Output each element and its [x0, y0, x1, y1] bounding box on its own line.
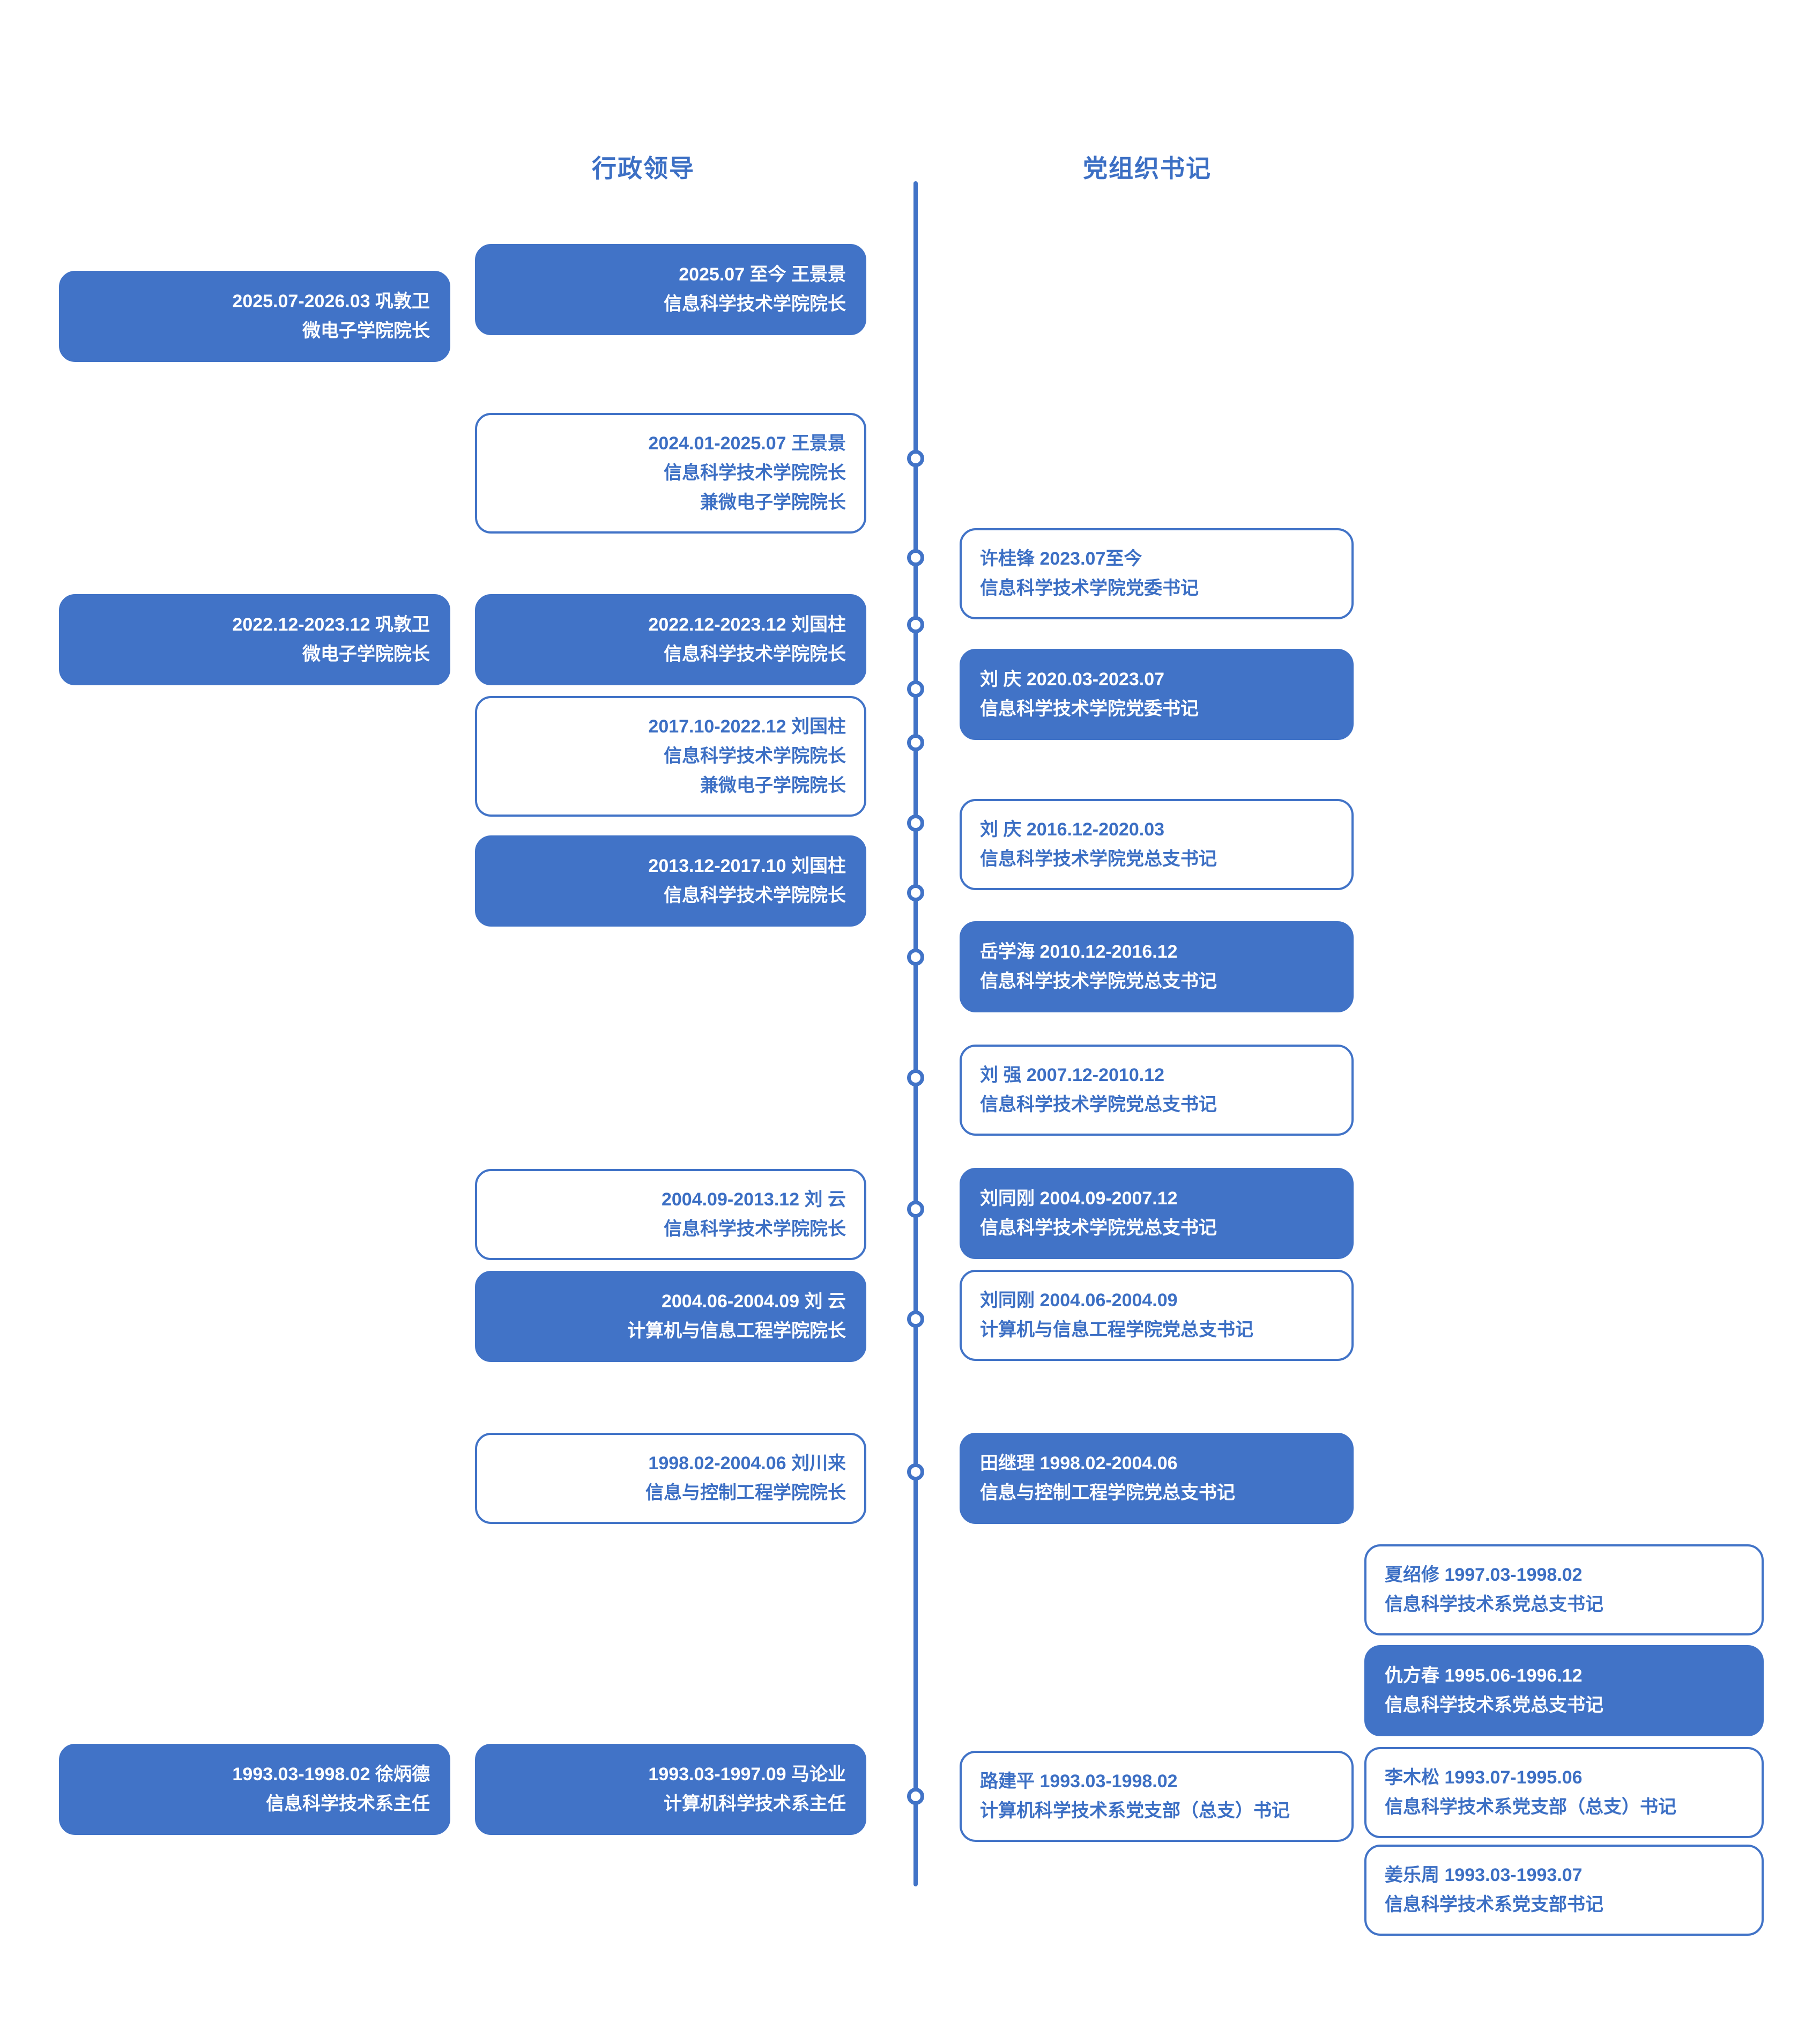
- appointment-person-period: 2004.09-2013.12 刘 云: [661, 1189, 846, 1210]
- appointment-title: 信息科学技术学院党总支书记: [980, 1094, 1217, 1115]
- timeline-dot-8: [907, 949, 924, 966]
- appointment-person-period: 2025.07 至今 王景景: [679, 264, 846, 285]
- appointment-title: 信息科学技术学院党总支书记: [980, 1218, 1217, 1239]
- appointment-title: 信息与控制工程学院院长: [645, 1483, 846, 1504]
- appointment-title: 信息科学技术系党支部书记: [1385, 1894, 1603, 1915]
- appointment-person-period: 2025.07-2026.03 巩敦卫: [232, 291, 430, 312]
- appointment-title: 信息科学技术学院院长: [664, 644, 846, 665]
- appointment-title: 兼微电子学院院长: [700, 775, 846, 796]
- appointment-title: 微电子学院院长: [302, 321, 430, 342]
- appointment-title: 兼微电子学院院长: [700, 492, 846, 513]
- appointment-title: 信息科学技术学院院长: [664, 463, 846, 484]
- appointment-person-period: 1993.03-1998.02 徐炳德: [232, 1764, 430, 1785]
- timeline-dot-4: [907, 680, 924, 698]
- appointment-title: 信息科学技术学院院长: [664, 746, 846, 767]
- appointment-card-liu-tonggang-2004-09[interactable]: 刘同刚 2004.09-2007.12 信息科学技术学院党总支书记: [960, 1168, 1354, 1260]
- appointment-card-jiang-lezhou-1993[interactable]: 姜乐周 1993.03-1993.07 信息科学技术系党支部书记: [1364, 1845, 1764, 1936]
- appointment-person-period: 2017.10-2022.12 刘国柱: [648, 716, 846, 737]
- appointment-title: 计算机与信息工程学院党总支书记: [980, 1320, 1253, 1341]
- appointment-title: 信息与控制工程学院党总支书记: [980, 1483, 1235, 1504]
- appointment-card-ma-lunye-1993[interactable]: 1993.03-1997.09 马论业计算机科学技术系主任: [475, 1744, 866, 1835]
- appointment-card-liu-qiang-2007[interactable]: 刘 强 2007.12-2010.12 信息科学技术学院党总支书记: [960, 1045, 1354, 1136]
- appointment-person-period: 刘同刚 2004.06-2004.09: [980, 1290, 1178, 1311]
- appointment-person-period: 刘 庆 2020.03-2023.07: [980, 669, 1165, 690]
- appointment-person-period: 2013.12-2017.10 刘国柱: [648, 856, 846, 876]
- appointment-person-period: 刘 庆 2016.12-2020.03: [980, 819, 1165, 840]
- appointment-person-period: 李木松 1993.07-1995.06: [1385, 1767, 1583, 1788]
- column-header-party-secretaries: 党组织书记: [1083, 154, 1212, 182]
- appointment-title: 计算机科学技术系主任: [664, 1794, 846, 1815]
- appointment-card-tian-jili-1998[interactable]: 田继理 1998.02-2004.06 信息与控制工程学院党总支书记: [960, 1433, 1354, 1524]
- timeline-dot-5: [907, 734, 924, 751]
- appointment-title: 微电子学院院长: [302, 644, 430, 665]
- timeline-dot-1: [907, 450, 924, 467]
- appointment-person-period: 刘 强 2007.12-2010.12: [980, 1065, 1165, 1085]
- appointment-card-liu-guozhu-2022[interactable]: 2022.12-2023.12 刘国柱信息科学技术学院院长: [475, 594, 866, 686]
- appointment-person-period: 田继理 1998.02-2004.06: [980, 1453, 1178, 1474]
- appointment-title: 计算机科学技术系党支部（总支）书记: [980, 1801, 1290, 1822]
- appointment-card-li-musong-1993[interactable]: 李木松 1993.07-1995.06 信息科学技术系党支部（总支）书记: [1364, 1747, 1764, 1839]
- appointment-title: 信息科学技术系主任: [266, 1794, 430, 1815]
- timeline-dot-7: [907, 884, 924, 901]
- appointment-card-liu-chuanlai-1998[interactable]: 1998.02-2004.06 刘川来信息与控制工程学院院长: [475, 1433, 866, 1524]
- appointment-person-period: 路建平 1993.03-1998.02: [980, 1771, 1178, 1791]
- appointment-person-period: 刘同刚 2004.09-2007.12: [980, 1188, 1178, 1209]
- appointment-person-period: 2022.12-2023.12 刘国柱: [648, 615, 846, 635]
- appointment-card-chou-fangchun-1995[interactable]: 仇方春 1995.06-1996.12 信息科学技术系党总支书记: [1364, 1645, 1764, 1737]
- appointment-title: 信息科学技术学院院长: [664, 294, 846, 315]
- appointment-title: 信息科学技术系党支部（总支）书记: [1385, 1797, 1676, 1818]
- appointment-card-yue-xuehai-2010[interactable]: 岳学海 2010.12-2016.12 信息科学技术学院党总支书记: [960, 921, 1354, 1013]
- timeline-dot-10: [907, 1201, 924, 1218]
- appointment-title: 信息科学技术学院党总支书记: [980, 849, 1217, 870]
- appointment-person-period: 2024.01-2025.07 王景景: [648, 433, 846, 454]
- timeline-dot-11: [907, 1311, 924, 1328]
- appointment-person-period: 岳学海 2010.12-2016.12: [980, 942, 1178, 962]
- timeline-dot-9: [907, 1069, 924, 1086]
- appointment-person-period: 夏绍修 1997.03-1998.02: [1385, 1565, 1583, 1585]
- appointment-card-liu-guozhu-2017[interactable]: 2017.10-2022.12 刘国柱信息科学技术学院院长兼微电子学院院长: [475, 696, 866, 817]
- appointment-card-liu-qing-2020[interactable]: 刘 庆 2020.03-2023.07 信息科学技术学院党委书记: [960, 649, 1354, 741]
- appointment-card-liu-qing-2016[interactable]: 刘 庆 2016.12-2020.03 信息科学技术学院党总支书记: [960, 799, 1354, 891]
- appointment-title: 信息科学技术学院党委书记: [980, 699, 1199, 720]
- timeline-dot-2: [907, 549, 924, 566]
- timeline-dot-13: [907, 1788, 924, 1805]
- appointment-card-xia-shaoxiu-1997[interactable]: 夏绍修 1997.03-1998.02 信息科学技术系党总支书记: [1364, 1544, 1764, 1636]
- timeline-dot-3: [907, 616, 924, 633]
- appointment-card-xu-bingde-1993[interactable]: 1993.03-1998.02 徐炳德信息科学技术系主任: [59, 1744, 450, 1835]
- appointment-person-period: 2004.06-2004.09 刘 云: [661, 1291, 846, 1312]
- appointment-card-gong-dunwei-2022[interactable]: 2022.12-2023.12 巩敦卫微电子学院院长: [59, 594, 450, 686]
- appointment-person-period: 姜乐周 1993.03-1993.07: [1385, 1865, 1583, 1885]
- appointment-card-wang-jingjing-2024[interactable]: 2024.01-2025.07 王景景信息科学技术学院院长兼微电子学院院长: [475, 413, 866, 534]
- appointment-title: 信息科学技术系党总支书记: [1385, 1594, 1603, 1615]
- appointment-person-period: 2022.12-2023.12 巩敦卫: [232, 615, 430, 635]
- appointment-card-liu-guozhu-2013[interactable]: 2013.12-2017.10 刘国柱信息科学技术学院院长: [475, 835, 866, 927]
- appointment-card-xu-guifeng-2023[interactable]: 许桂锋 2023.07至今信息科学技术学院党委书记: [960, 528, 1354, 620]
- appointment-title: 信息科学技术系党总支书记: [1385, 1695, 1603, 1716]
- appointment-title: 信息科学技术学院院长: [664, 885, 846, 906]
- appointment-title: 信息科学技术学院院长: [664, 1219, 846, 1240]
- appointment-title: 计算机与信息工程学院院长: [627, 1321, 846, 1342]
- appointment-person-period: 1998.02-2004.06 刘川来: [648, 1453, 846, 1474]
- appointment-person-period: 许桂锋 2023.07至今: [980, 549, 1142, 569]
- timeline-axis: [913, 181, 918, 1886]
- appointment-card-liu-tonggang-2004-06[interactable]: 刘同刚 2004.06-2004.09 计算机与信息工程学院党总支书记: [960, 1270, 1354, 1361]
- appointment-card-gong-dunwei-2025[interactable]: 2025.07-2026.03 巩敦卫微电子学院院长: [59, 271, 450, 362]
- appointment-title: 信息科学技术学院党总支书记: [980, 971, 1217, 992]
- appointment-card-liu-yun-2004-06[interactable]: 2004.06-2004.09 刘 云计算机与信息工程学院院长: [475, 1271, 866, 1363]
- appointment-person-period: 1993.03-1997.09 马论业: [648, 1764, 846, 1785]
- timeline-dot-6: [907, 815, 924, 832]
- appointment-title: 信息科学技术学院党委书记: [980, 578, 1199, 599]
- column-header-admin-leaders: 行政领导: [592, 154, 695, 182]
- appointment-person-period: 仇方春 1995.06-1996.12: [1385, 1665, 1583, 1686]
- appointment-card-wang-jingjing-2025[interactable]: 2025.07 至今 王景景信息科学技术学院院长: [475, 244, 866, 336]
- appointment-card-lu-jianping-1993[interactable]: 路建平 1993.03-1998.02 计算机科学技术系党支部（总支）书记: [960, 1751, 1354, 1842]
- appointment-card-liu-yun-2004-09[interactable]: 2004.09-2013.12 刘 云信息科学技术学院院长: [475, 1169, 866, 1261]
- timeline-dot-12: [907, 1463, 924, 1480]
